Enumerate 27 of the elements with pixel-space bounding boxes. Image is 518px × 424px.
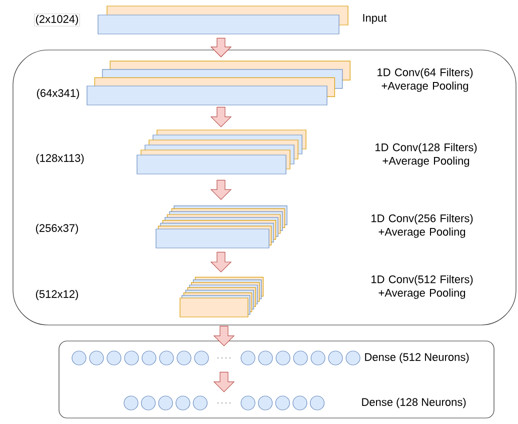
block-arrow <box>213 372 235 392</box>
feature-map-stack-drawing <box>98 6 348 34</box>
layer-label: Dense (512 Neurons) <box>365 352 469 364</box>
feature-map-stack-drawing <box>136 130 306 174</box>
feature-map-stack-drawing <box>86 60 350 106</box>
layer-label: Input <box>363 14 387 24</box>
shape-label: (512x12) <box>36 290 78 300</box>
layer-label: 1D Conv(256 Filters) +Average Pooling <box>372 214 473 238</box>
feature-map-stack-drawing <box>156 206 288 248</box>
shape-label: (128x113) <box>36 154 84 164</box>
block-arrow <box>213 326 235 346</box>
block-arrow <box>210 106 232 128</box>
layer-label: 1D Conv(128 Filters) +Average Pooling <box>376 143 477 167</box>
layer-label: Dense (128 Neurons) <box>362 398 466 408</box>
shape-label: (64x341) <box>36 88 80 100</box>
block-arrow <box>210 38 232 58</box>
group-box <box>58 340 494 418</box>
layer-label: 1D Conv(64 Filters) +Average Pooling <box>378 68 473 92</box>
group-box <box>12 50 516 326</box>
block-arrow <box>210 180 232 200</box>
block-arrow <box>210 252 232 272</box>
layer-label: 1D Conv(512 Filters) +Average Pooling <box>372 275 473 299</box>
neuron-row-drawing <box>72 350 360 366</box>
neuron-row-drawing <box>124 396 324 410</box>
shape-label: (256x37) <box>36 224 78 234</box>
feature-map-stack-drawing <box>180 276 264 318</box>
shape-label: (2x1024) <box>34 14 80 26</box>
